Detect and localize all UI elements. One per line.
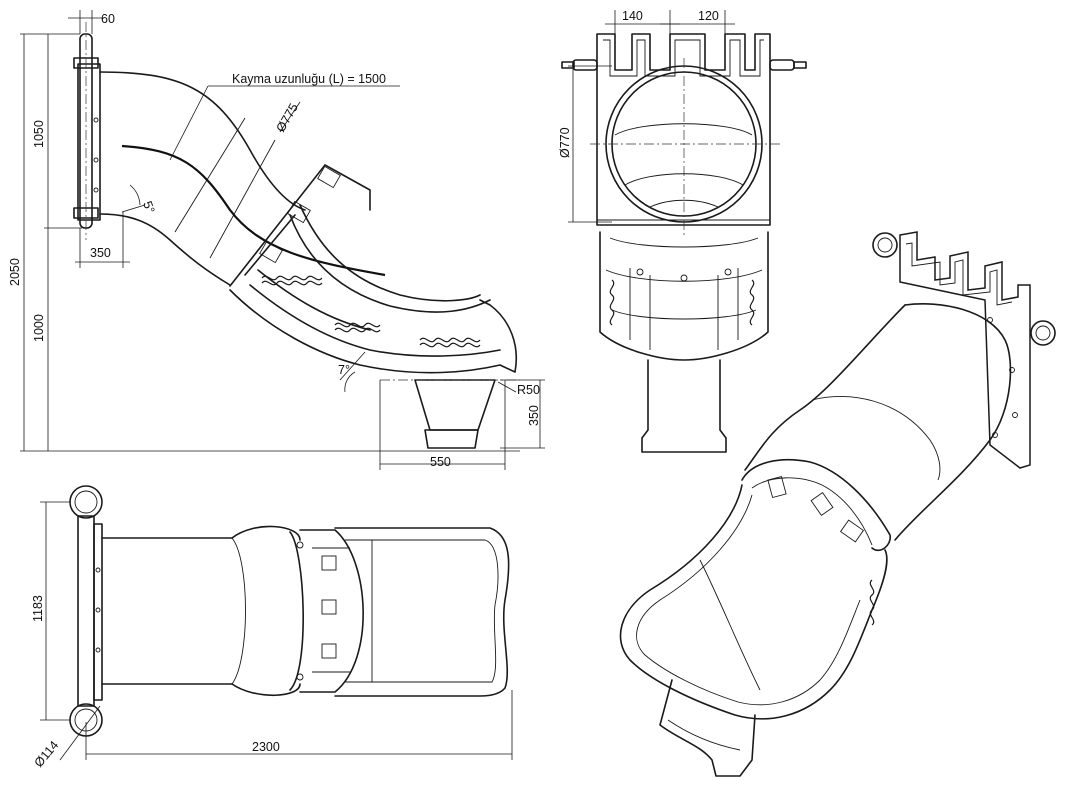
dim-offset: 350 (90, 246, 111, 260)
dim-tube-diameter: Ø775 (273, 101, 300, 135)
dim-radius: R50 (517, 383, 540, 397)
isometric-view (619, 231, 1056, 777)
side-view (73, 22, 520, 449)
dim-lower-height: 1000 (32, 314, 46, 342)
dim-front-w2: 120 (698, 9, 719, 23)
front-view (561, 33, 807, 453)
ornament-pattern (261, 275, 481, 348)
dim-exit-height: 350 (527, 405, 541, 426)
dim-exit-width: 550 (430, 455, 451, 469)
front-view-dimensions: 140 120 Ø770 (558, 9, 735, 223)
side-view-dimensions: 60 1050 2050 1000 350 5° Ø775 Kayma uzun… (8, 10, 545, 470)
dim-front-diameter: Ø770 (558, 127, 572, 158)
dim-plan-length: 2300 (252, 740, 280, 754)
dim-pipe-diameter: Ø114 (32, 738, 62, 770)
dim-angle-exit: 7° (338, 363, 350, 377)
dim-front-w1: 140 (622, 9, 643, 23)
dim-top-width: 60 (101, 12, 115, 26)
plan-view (69, 485, 510, 737)
dim-upper-height: 1050 (32, 120, 46, 148)
dim-total-height: 2050 (8, 258, 22, 286)
dim-plan-width: 1183 (31, 595, 45, 622)
dim-angle-top: 5° (140, 199, 157, 215)
dim-slide-length: Kayma uzunluğu (L) = 1500 (232, 72, 386, 86)
plan-view-dimensions: 1183 Ø114 2300 (31, 501, 513, 770)
